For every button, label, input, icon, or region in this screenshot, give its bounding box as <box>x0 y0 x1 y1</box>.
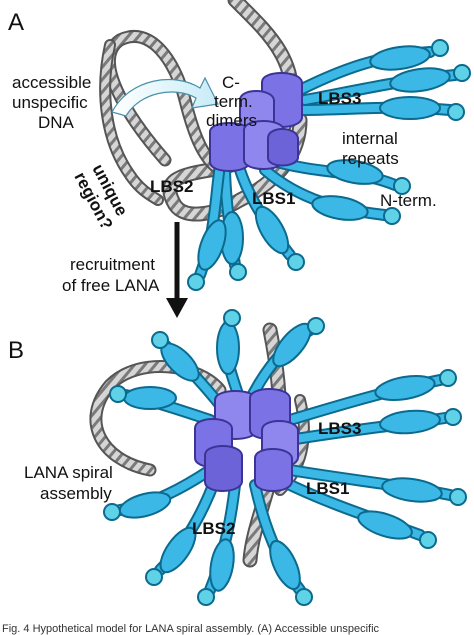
figure-caption: Fig. 4 Hypothetical model for LANA spira… <box>2 623 380 635</box>
label-lbs3-b: LBS3 <box>318 419 361 438</box>
label-lana-spiral: LANA spiral <box>24 463 113 482</box>
panel-a-label: A <box>8 9 24 36</box>
label-cterm-2: term. <box>214 92 253 111</box>
label-cterm-1: C- <box>222 73 240 92</box>
label-lbs1-a: LBS1 <box>252 189 295 208</box>
cterm-dimers-b <box>194 388 299 492</box>
label-lbs2-b: LBS2 <box>192 519 235 538</box>
accessible-dna-arrow <box>111 76 219 117</box>
label-lbs1-b: LBS1 <box>306 479 349 498</box>
label-lbs2-a: LBS2 <box>150 177 193 196</box>
label-accessible: accessible <box>12 73 91 92</box>
label-cterm-3: dimers <box>206 111 257 130</box>
recruitment-arrow <box>166 222 188 318</box>
label-dna: DNA <box>38 113 75 132</box>
lana-repeat-blobs-a <box>197 45 451 271</box>
label-nterm: N-term. <box>380 191 437 210</box>
panel-b-label: B <box>8 337 24 364</box>
label-repeats: repeats <box>342 149 399 168</box>
cterm-dimers-a <box>209 72 303 172</box>
lana-repeat-blobs-b <box>118 321 443 592</box>
label-lbs3-a: LBS3 <box>318 89 361 108</box>
label-unspecific: unspecific <box>12 93 88 112</box>
label-internal: internal <box>342 129 398 148</box>
lana-nterm-heads-a <box>187 39 471 291</box>
label-assembly: assembly <box>40 484 112 503</box>
label-recruitment: recruitment <box>70 255 155 274</box>
lana-nterm-heads-b <box>103 309 467 606</box>
label-free-lana: of free LANA <box>62 276 160 295</box>
